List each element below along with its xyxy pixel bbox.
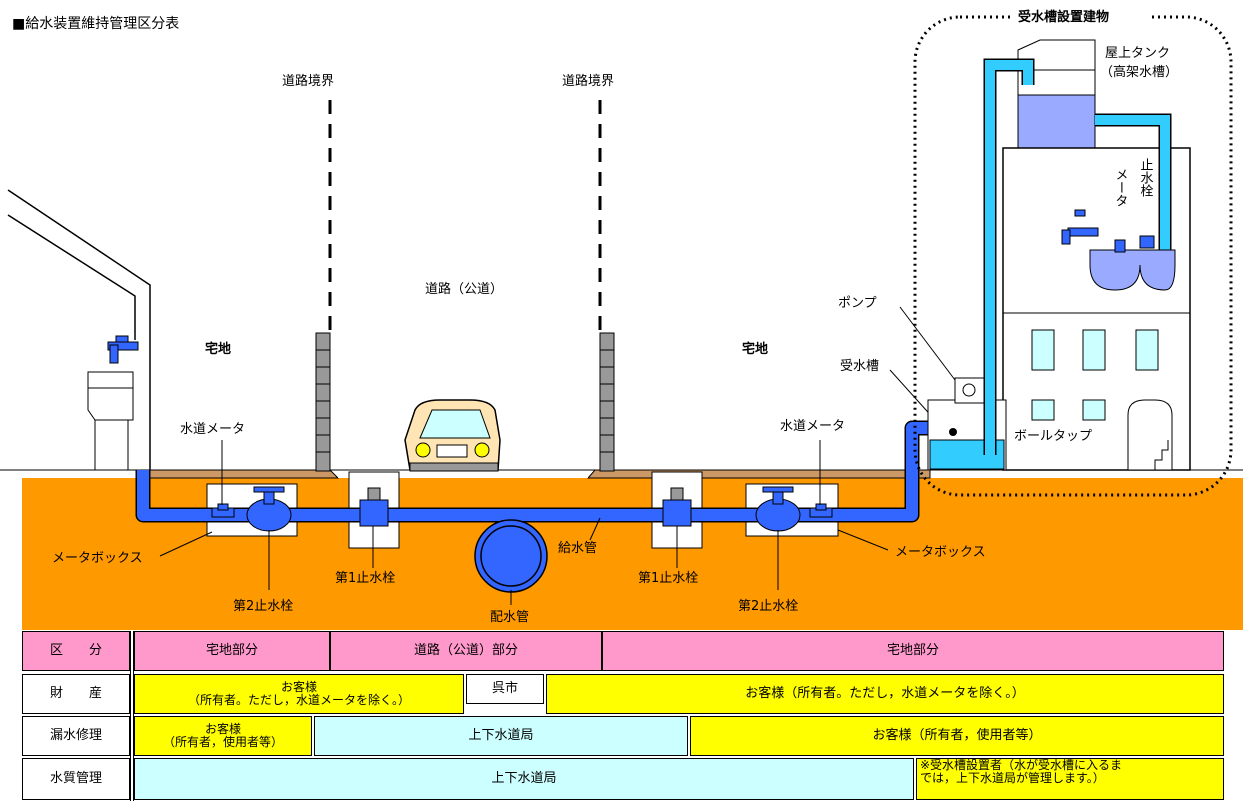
main-pipe <box>474 519 548 593</box>
stopcock2-right-label: 第2止水栓 <box>738 599 798 614</box>
residence-right-label: 宅地 <box>742 341 768 357</box>
building <box>1002 39 1191 471</box>
page-title: ■給水装置維持管理区分表 <box>12 16 179 32</box>
road-surface <box>338 472 588 478</box>
supply-pipe-label: 給水管 <box>558 541 597 556</box>
leak-left-line2: （所有者，使用者等） <box>162 735 283 749</box>
meter-box-right-label: メータボックス <box>895 545 986 560</box>
leak-left: お客様 （所有者，使用者等） <box>134 716 312 756</box>
property-right: お客様（所有者。ただし，水道メータを除く。） <box>546 674 1224 714</box>
stopcock1-icon-right <box>662 487 692 527</box>
building-supply-pipe <box>983 58 1172 455</box>
header-col2: 道路（公道）部分 <box>330 631 602 671</box>
stopcock1-left-label: 第1止水栓 <box>335 571 395 586</box>
vertical-stopcock-label: 止水栓 <box>1138 158 1154 197</box>
building-title-bg <box>1012 5 1152 27</box>
property-left-line1: お客様 <box>280 680 317 694</box>
house-left <box>7 189 151 470</box>
tank-label: 受水槽 <box>840 359 879 374</box>
vertical-meter-label: メータ <box>1113 168 1128 207</box>
faucet-icon-left <box>107 335 139 364</box>
ball-tap-label: ボールタップ <box>1014 429 1092 444</box>
roof-tank-label-2: （高架水槽） <box>1100 64 1178 80</box>
property-left: お客様 （所有者。ただし，水道メータを除く。） <box>134 674 464 714</box>
meter-box-left-label: メータボックス <box>52 551 143 566</box>
quality-main: 上下水道局 <box>134 758 914 800</box>
building-label: 受水槽設置建物 <box>1018 9 1109 25</box>
stopcock1-icon-left <box>359 487 389 527</box>
property-label: 財 産 <box>22 674 130 714</box>
property-mid: 呉市 <box>466 674 544 704</box>
meter-icon-right <box>809 503 833 518</box>
supply-pipe <box>135 420 950 523</box>
roof-tank-label-1: 屋上タンク <box>1105 46 1170 61</box>
header-col1: 宅地部分 <box>134 631 330 671</box>
road-boundary-left-label: 道路境界 <box>282 73 334 89</box>
quality-label: 水質管理 <box>22 758 130 800</box>
leak-left-line1: お客様 <box>204 722 241 736</box>
pump-icon <box>954 377 986 404</box>
meter-right-label: 水道メータ <box>780 419 845 434</box>
pump-label: ポンプ <box>838 296 877 311</box>
residence-left-label: 宅地 <box>205 341 231 357</box>
header-col3: 宅地部分 <box>602 631 1224 671</box>
property-left-line2: （所有者。ただし，水道メータを除く。） <box>187 693 410 707</box>
car-icon <box>404 399 501 472</box>
ball-tap-icon <box>949 428 957 436</box>
leak-mid: 上下水道局 <box>314 716 688 756</box>
road-boundary-right-label: 道路境界 <box>562 73 614 89</box>
water-supply-diagram: ■給水装置維持管理区分表 道路境界 道路境界 道路（公道） 宅地 宅地 <box>0 5 1243 630</box>
main-pipe-label: 配水管 <box>490 610 529 625</box>
leak-right: お客様（所有者，使用者等） <box>690 716 1224 756</box>
faucet-icon-right <box>1061 209 1099 245</box>
block-wall-right <box>599 332 615 472</box>
quality-note-line2: では，上下水道局が管理します。） <box>920 771 1105 785</box>
block-wall-left <box>315 332 331 472</box>
header-label: 区 分 <box>22 631 130 671</box>
stopcock1-right-label: 第1止水栓 <box>638 571 698 586</box>
indoor-meter-set <box>1089 235 1176 291</box>
meter-left-label: 水道メータ <box>180 422 245 437</box>
stopcock2-left-label: 第2止水栓 <box>233 599 293 614</box>
quality-note: ※受水槽設置者（水が受水槽に入るま では，上下水道局が管理します。） <box>916 758 1224 800</box>
quality-note-line1: ※受水槽設置者（水が受水槽に入るま <box>920 758 1123 772</box>
table-double-divider <box>130 631 134 801</box>
meter-icon-left <box>211 503 235 518</box>
road-label: 道路（公道） <box>425 281 503 297</box>
leak-label: 漏水修理 <box>22 716 130 756</box>
stopcock2-icon-right <box>755 486 801 532</box>
